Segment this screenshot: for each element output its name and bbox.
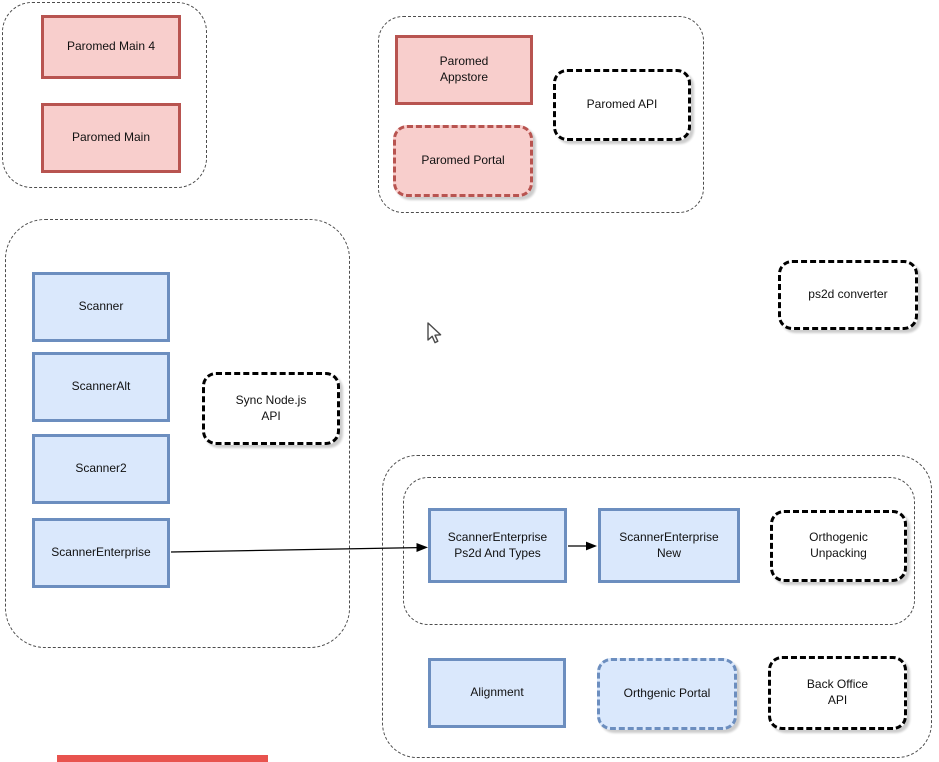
- node-orthgenic-portal[interactable]: Orthgenic Portal: [597, 658, 737, 730]
- group-paromed[interactable]: [378, 16, 704, 213]
- node-paromed-main-4[interactable]: Paromed Main 4: [41, 15, 181, 79]
- partial-red-shape: [57, 755, 268, 762]
- group-orthogenic-outer[interactable]: [382, 455, 932, 758]
- node-scannerenterprise-ps2d-and-types[interactable]: ScannerEnterprise Ps2d And Types: [428, 508, 567, 583]
- node-alignment[interactable]: Alignment: [428, 658, 566, 728]
- node-scannerenterprise-new[interactable]: ScannerEnterprise New: [598, 508, 740, 583]
- group-paromed-main[interactable]: [2, 2, 207, 188]
- node-sync-nodejs-api[interactable]: Sync Node.js API: [202, 372, 340, 445]
- node-paromed-main[interactable]: Paromed Main: [41, 103, 181, 173]
- node-paromed-api[interactable]: Paromed API: [553, 69, 691, 141]
- mouse-cursor-icon: [427, 322, 442, 344]
- group-scanner[interactable]: [5, 219, 350, 648]
- node-orthogenic-unpacking[interactable]: Orthogenic Unpacking: [770, 510, 907, 582]
- node-label: Orthogenic Unpacking: [809, 530, 868, 560]
- node-label: ScannerEnterprise: [51, 545, 151, 560]
- node-scanner2[interactable]: Scanner2: [32, 434, 170, 504]
- node-label: Scanner2: [75, 461, 127, 476]
- node-label: Paromed Portal: [421, 153, 505, 168]
- node-label: Paromed API: [586, 97, 658, 112]
- node-ps2d-converter[interactable]: ps2d converter: [778, 260, 918, 330]
- node-scanner[interactable]: Scanner: [32, 272, 170, 342]
- node-label: ps2d converter: [808, 287, 888, 302]
- node-label: Orthgenic Portal: [623, 686, 711, 701]
- node-label: Scanner: [78, 299, 124, 314]
- node-label: ScannerAlt: [71, 379, 131, 394]
- node-label: Paromed Appstore: [439, 54, 489, 84]
- node-scanneralt[interactable]: ScannerAlt: [32, 352, 170, 422]
- node-label: Sync Node.js API: [235, 392, 307, 423]
- node-label: Back Office API: [806, 677, 869, 707]
- node-label: ScannerEnterprise New: [619, 529, 719, 560]
- node-paromed-portal[interactable]: Paromed Portal: [393, 125, 533, 197]
- node-scannerenterprise[interactable]: ScannerEnterprise: [32, 518, 170, 588]
- node-label: ScannerEnterprise Ps2d And Types: [447, 529, 548, 560]
- node-paromed-appstore[interactable]: Paromed Appstore: [395, 35, 533, 105]
- node-label: Alignment: [470, 685, 524, 700]
- node-label: Paromed Main 4: [66, 39, 156, 54]
- node-back-office-api[interactable]: Back Office API: [768, 656, 907, 730]
- node-label: Paromed Main: [71, 130, 151, 145]
